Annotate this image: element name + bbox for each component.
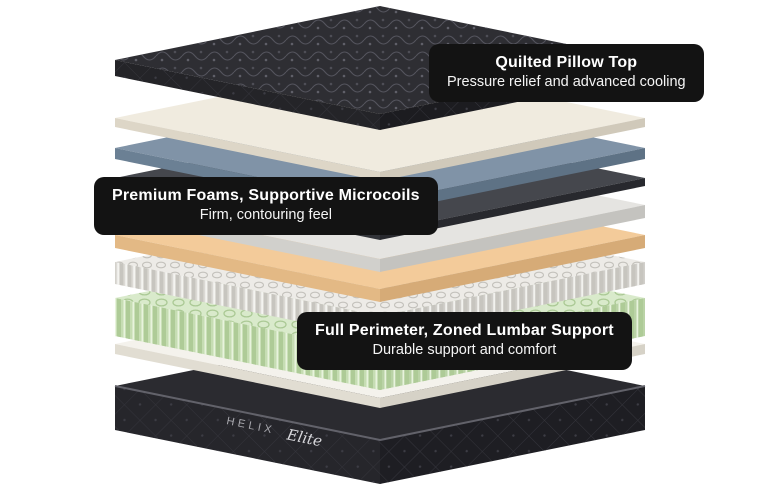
support-foam-right-face bbox=[380, 205, 645, 272]
callout-subtitle: Firm, contouring feel bbox=[199, 207, 332, 223]
callout-premium-foams: Premium Foams, Supportive Microcoils Fir… bbox=[94, 177, 438, 235]
quilted-base-left-texture bbox=[115, 386, 380, 484]
transition-right-face bbox=[380, 178, 645, 240]
quilted-base-right-texture bbox=[380, 386, 645, 484]
cooling-cover-right-face bbox=[380, 118, 645, 181]
callout-title: Premium Foams, Supportive Microcoils bbox=[112, 187, 420, 204]
base-piping-edge bbox=[114, 385, 646, 442]
comfort-foam-left-face bbox=[115, 235, 380, 302]
callout-subtitle: Pressure relief and advanced cooling bbox=[447, 74, 686, 90]
base-foam-left-face bbox=[115, 344, 380, 408]
callout-subtitle: Durable support and comfort bbox=[372, 342, 557, 358]
gel-foam-right-face bbox=[380, 148, 645, 213]
callout-title: Full Perimeter, Zoned Lumbar Support bbox=[315, 322, 614, 339]
quilted-top-left-texture bbox=[115, 60, 380, 130]
callout-quilted-pillow-top: Quilted Pillow Top Pressure relief and a… bbox=[429, 44, 704, 102]
comfort-foam-right-face bbox=[380, 235, 645, 302]
callout-title: Quilted Pillow Top bbox=[495, 54, 638, 71]
cooling-cover-left-face bbox=[115, 118, 380, 181]
callout-zoned-lumbar-support: Full Perimeter, Zoned Lumbar Support Dur… bbox=[297, 312, 632, 370]
